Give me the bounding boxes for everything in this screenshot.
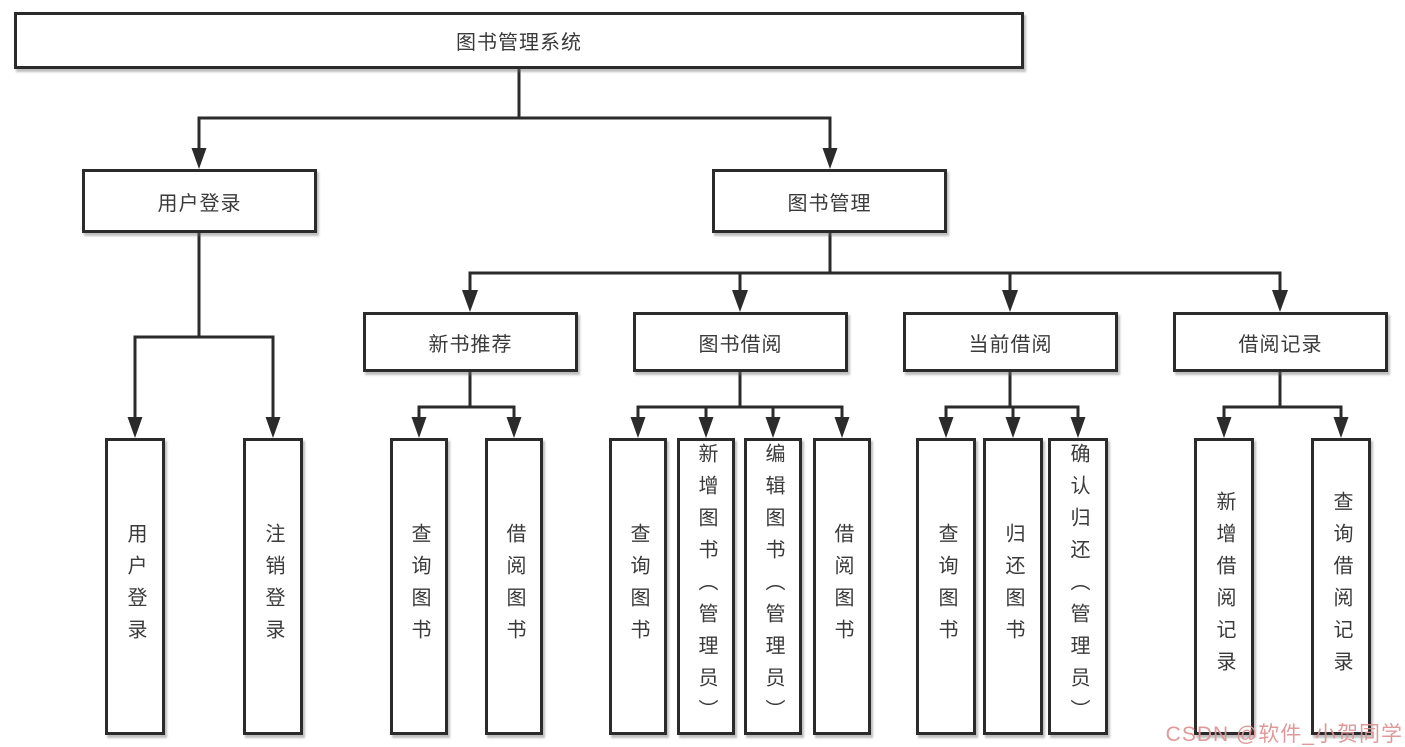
arrow-down-icon [1005,417,1021,438]
leaf-add-borrow-record: 新增借阅记录 [1194,438,1254,735]
leaf-query-book-3: 查询图书 [916,438,976,735]
node-label: 新书推荐 [428,333,513,356]
connector-bookborrow-to-leaves [636,370,844,422]
leaf-label: 编辑图书（管理员） [762,442,784,731]
node-label: 图书借阅 [698,333,783,356]
arrow-down-icon [1002,290,1018,312]
node-label: 图书管理 [787,192,872,215]
leaf-user-login: 用户登录 [105,438,165,735]
leaf-query-book-2: 查询图书 [609,438,667,735]
connector-newbooks-to-leaves [417,370,516,422]
leaf-label: 注销登录 [262,522,284,651]
leaf-query-book-1: 查询图书 [390,438,448,735]
leaf-query-borrow-record: 查询借阅记录 [1311,438,1371,735]
arrowheads [127,148,1349,438]
leaf-label: 新增借阅记录 [1213,490,1235,683]
node-label: 用户登录 [157,192,242,215]
csdn-watermark: CSDN @软件_小贺同学 [1165,723,1403,746]
arrow-down-icon [1272,290,1288,312]
leaf-return-book: 归还图书 [983,438,1043,735]
arrow-down-icon [822,148,838,169]
leaf-label: 查询图书 [408,522,430,651]
arrow-down-icon [732,290,748,312]
node-book-borrow: 图书借阅 [633,312,848,372]
leaf-add-book-admin: 新增图书（管理员） [677,438,735,735]
node-new-book-recommend: 新书推荐 [363,312,578,372]
leaf-label: 查询图书 [935,522,957,651]
arrow-down-icon [506,417,522,438]
node-user-login: 用户登录 [82,169,317,233]
node-label: 借阅记录 [1238,333,1323,356]
arrow-down-icon [765,417,781,438]
connector-currentborrow-to-leaves [944,370,1080,422]
arrow-down-icon [630,417,646,438]
arrow-down-icon [1216,417,1232,438]
arrow-down-icon [127,417,143,438]
leaf-label: 借阅图书 [503,522,525,651]
leaf-borrow-book-2: 借阅图书 [813,438,871,735]
leaf-label: 新增图书（管理员） [695,442,717,731]
node-book-management: 图书管理 [712,169,947,233]
node-borrow-records: 借阅记录 [1173,312,1388,372]
connector-borrowrecords-to-leaves [1222,370,1343,422]
node-label: 当前借阅 [968,333,1053,356]
arrow-down-icon [1333,417,1349,438]
leaf-confirm-return-admin: 确认归还（管理员） [1048,438,1108,735]
arrow-down-icon [191,148,207,169]
leaf-label: 借阅图书 [831,522,853,651]
node-current-borrow: 当前借阅 [903,312,1118,372]
leaf-label: 用户登录 [124,522,146,651]
arrow-down-icon [938,417,954,438]
arrow-down-icon [462,290,478,312]
arrow-down-icon [265,417,281,438]
arrow-down-icon [411,417,427,438]
arrow-down-icon [1070,417,1086,438]
node-label: 图书管理系统 [456,32,582,54]
leaf-borrow-book-1: 借阅图书 [485,438,543,735]
leaf-label: 归还图书 [1002,522,1024,651]
leaf-label: 确认归还（管理员） [1067,442,1089,731]
connector-bookmgmt-to-level3 [468,231,1282,295]
arrow-down-icon [698,417,714,438]
connector-userlogin-to-leaves [133,231,275,422]
leaf-edit-book-admin: 编辑图书（管理员） [744,438,802,735]
arrow-down-icon [834,417,850,438]
node-root-system: 图书管理系统 [14,12,1024,69]
leaf-label: 查询图书 [627,522,649,651]
leaf-logout: 注销登录 [243,438,303,735]
leaf-label: 查询借阅记录 [1330,490,1352,683]
connector-root-to-level2 [197,67,832,153]
